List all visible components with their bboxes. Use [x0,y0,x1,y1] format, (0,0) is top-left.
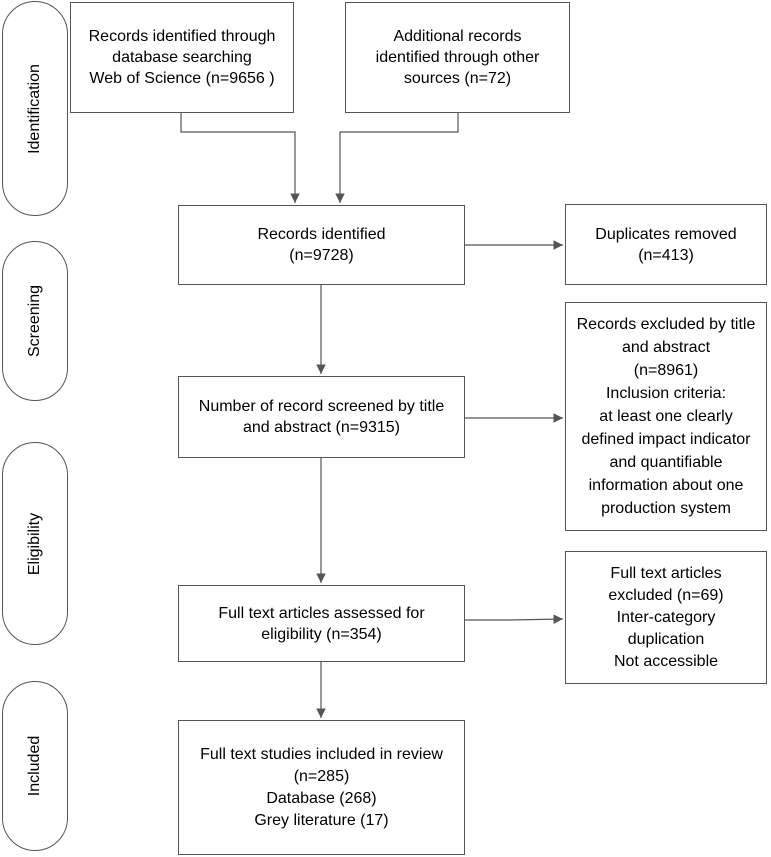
box-line: Records excluded by title [576,316,756,333]
arrow-database-to-identified [180,113,300,203]
box-line: Records identified [257,226,386,243]
box-line: and abstract (n=9315) [243,419,400,436]
box-database-search: Records identified through database sear… [70,2,294,113]
phase-eligibility-label: Eligibility [26,512,43,575]
box-line: Additional records [393,28,522,45]
box-duplicates-removed: Duplicates removed (n=413) [565,204,767,285]
box-line: excluded (n=69) [608,586,724,604]
box-screened: Number of record screened by title and a… [178,376,465,458]
arrow-assessed-to-excluded [465,614,564,624]
box-line: at least one clearly [599,408,733,425]
box-line: sources (n=72) [403,70,512,87]
box-line: Inclusion criteria: [605,385,727,402]
box-line: Web of Science (n=9656 ) [89,70,275,87]
box-full-text-excluded: Full text articles excluded (n=69) Inter… [565,551,767,684]
box-line: and quantifiable [609,454,723,471]
arrow-other-to-identified [335,113,459,203]
box-line: Database (268) [266,789,377,807]
box-records-identified: Records identified (n=9728) [178,205,465,285]
phase-included: Included [2,681,68,851]
box-line: database searching [112,49,252,66]
box-line: identified through other [375,49,540,66]
box-line: Number of record screened by title [198,398,445,415]
box-line: Full text studies included in review [200,745,443,763]
box-line: and abstract [621,339,711,356]
box-line: Grey literature (17) [254,811,389,829]
box-line: defined impact indicator [581,431,751,448]
box-line: information about one [588,477,744,494]
box-full-text-assessed: Full text articles assessed for eligibil… [178,585,465,662]
phase-eligibility: Eligibility [2,442,68,645]
box-line: Full text articles [610,564,722,582]
box-line: Duplicates removed [595,225,737,243]
phase-included-label: Included [26,735,43,797]
box-included-studies: Full text studies included in review (n=… [178,720,465,855]
box-line: Full text articles assessed for [218,604,425,622]
box-line: (n=9728) [289,247,354,264]
box-line: (n=285) [293,767,350,785]
box-line: Records identified through [88,28,276,45]
box-line: eligibility (n=354) [261,625,382,643]
box-excluded-title-abstract: Records excluded by title and abstract (… [565,302,767,531]
box-line: production system [601,500,731,517]
box-other-sources: Additional records identified through ot… [345,2,570,113]
phase-identification: Identification [2,1,68,216]
phase-screening-label: Screening [26,284,43,358]
phase-identification-label: Identification [26,63,43,154]
phase-screening: Screening [2,241,68,401]
box-line: Inter-category [616,608,716,626]
box-line: duplication [627,630,705,648]
box-line: (n=8961) [633,362,699,379]
box-line: (n=413) [638,246,694,264]
box-line: Not accessible [613,652,719,670]
